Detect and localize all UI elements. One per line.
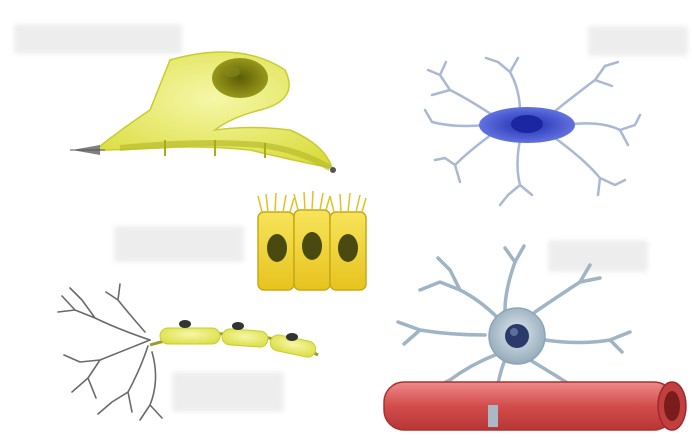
microglia-nucleus	[511, 115, 543, 133]
myelinated-neuron-icon	[58, 284, 318, 420]
astrocyte-blood-vessel-icon	[384, 246, 686, 430]
schwann-cell-icon	[70, 52, 336, 173]
ependymal-cells-icon	[258, 191, 366, 290]
